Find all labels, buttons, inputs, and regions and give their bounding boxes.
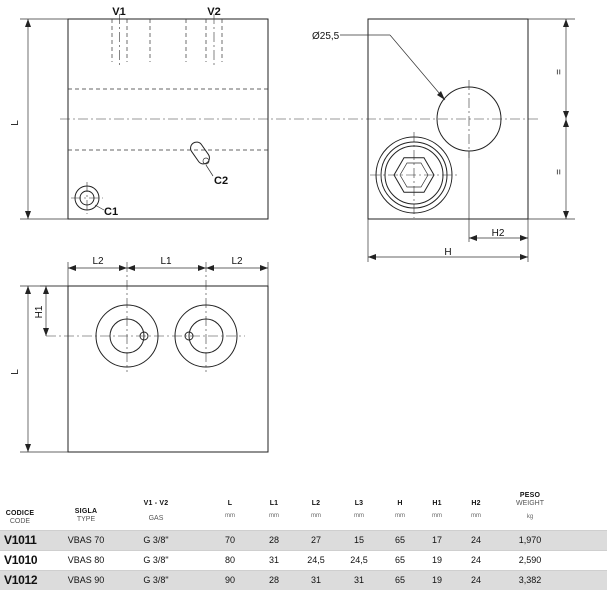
row-weight: 3,382 [518,575,542,585]
header-h2-unit: mm [471,513,481,519]
l2-right-label: L2 [231,256,243,267]
header-gas-line1: V1 - V2 [143,500,169,507]
row-weight: 1,970 [518,535,542,545]
header-code-line1: CODICE [5,510,35,517]
l2-left-label: L2 [92,256,104,267]
header-l3-line1: L3 [354,500,364,507]
row-h2: 24 [470,535,482,545]
header-gas: V1 - V2 GAS [144,500,169,522]
row-l2: 27 [310,535,322,545]
row-code: V1011 [4,533,37,547]
table-header: CODICE CODE SIGLA TYPE V1 - V2 GAS L mm … [0,488,607,530]
side-view-body [367,18,529,220]
plan-view-body [67,285,269,453]
header-h-line1: H [397,500,403,507]
row-type: VBAS 90 [67,575,105,585]
header-h: H mm [395,500,405,519]
row-l3: 15 [353,535,365,545]
header-type-line1: SIGLA [74,508,98,515]
header-h1-unit: mm [432,513,442,519]
header-l3-unit: mm [354,513,364,519]
v2-port-circle [174,262,238,372]
header-h-unit: mm [395,513,405,519]
header-type: SIGLA TYPE [75,508,97,523]
header-weight-line1: PESO [519,492,541,499]
row-h: 65 [394,535,406,545]
row-type: VBAS 70 [67,535,105,545]
row-l3: 31 [353,575,365,585]
row-l1: 28 [268,575,280,585]
v1-label: V1 [112,6,125,18]
row-l3: 24,5 [350,555,368,565]
header-weight-unit: kg [526,514,534,520]
header-l2-line1: L2 [311,500,321,507]
c2-port [190,141,210,165]
header-h2-line1: H2 [471,500,481,507]
header-weight-line2: WEIGHT [516,500,544,507]
header-h1: H1 mm [432,500,442,519]
header-h1-line1: H1 [432,500,442,507]
row-weight: 2,590 [518,555,542,565]
row-gas: G 3/8" [143,555,169,565]
table-row: V1012 VBAS 90 G 3/8" 90 28 31 31 65 19 2… [0,570,607,590]
header-l1-line1: L1 [269,500,279,507]
h-label: H [444,247,451,258]
row-code: V1010 [4,553,38,567]
row-h1: 19 [431,575,443,585]
row-gas: G 3/8" [143,535,169,545]
table-row: V1011 VBAS 70 G 3/8" 70 28 27 15 65 17 2… [0,530,607,550]
header-l3: L3 mm [354,500,364,519]
row-l2: 31 [310,575,322,585]
row-l: 80 [224,555,236,565]
diameter-label: Ø25,5 [312,31,340,42]
front-view: L V1 V2 C1 C2 [10,6,540,220]
row-h: 65 [394,555,406,565]
table-row: V1010 VBAS 80 G 3/8" 80 31 24,5 24,5 65 … [0,550,607,570]
header-weight: PESO WEIGHT kg [516,492,544,520]
row-h: 65 [394,575,406,585]
equal-bottom-label: = [554,169,565,175]
row-type: VBAS 80 [67,555,105,565]
row-l2: 24,5 [307,555,325,565]
header-l1-unit: mm [269,513,279,519]
row-h2: 24 [470,555,482,565]
header-code: CODICE CODE [6,510,34,525]
header-gas-line2: GAS [148,515,164,522]
header-l: L mm [225,500,235,519]
l1-label: L1 [160,256,172,267]
header-code-line2: CODE [9,518,31,525]
row-l1: 31 [268,555,280,565]
header-l1: L1 mm [269,500,279,519]
header-l-line1: L [227,500,233,507]
c1-label: C1 [104,206,118,218]
h2-label: H2 [492,228,505,239]
technical-drawing: L V1 V2 C1 C2 Ø25,5 [10,6,575,453]
row-h2: 24 [470,575,482,585]
row-code: V1012 [4,573,38,587]
plan-view: L2 L1 L2 H1 L [10,256,269,453]
row-l1: 28 [268,535,280,545]
v2-label: V2 [207,6,220,18]
row-l: 90 [224,575,236,585]
header-l2: L2 mm [311,500,321,519]
h1-label: H1 [34,305,45,318]
row-h1: 17 [431,535,443,545]
header-l2-unit: mm [311,513,321,519]
header-h2: H2 mm [471,500,481,519]
c1-port [71,182,103,214]
c2-label: C2 [214,175,228,187]
table-body: V1011 VBAS 70 G 3/8" 70 28 27 15 65 17 2… [0,530,607,590]
front-l-label: L [10,120,21,126]
v1-port-circle [95,262,159,372]
row-h1: 19 [431,555,443,565]
header-type-line2: TYPE [76,516,96,523]
header-l-unit: mm [225,513,235,519]
row-l: 70 [224,535,236,545]
hex-plug-icon [370,132,458,218]
equal-top-label: = [554,69,565,75]
row-gas: G 3/8" [143,575,169,585]
side-view: Ø25,5 = = H2 H [312,18,575,262]
plan-l-label: L [10,369,21,375]
